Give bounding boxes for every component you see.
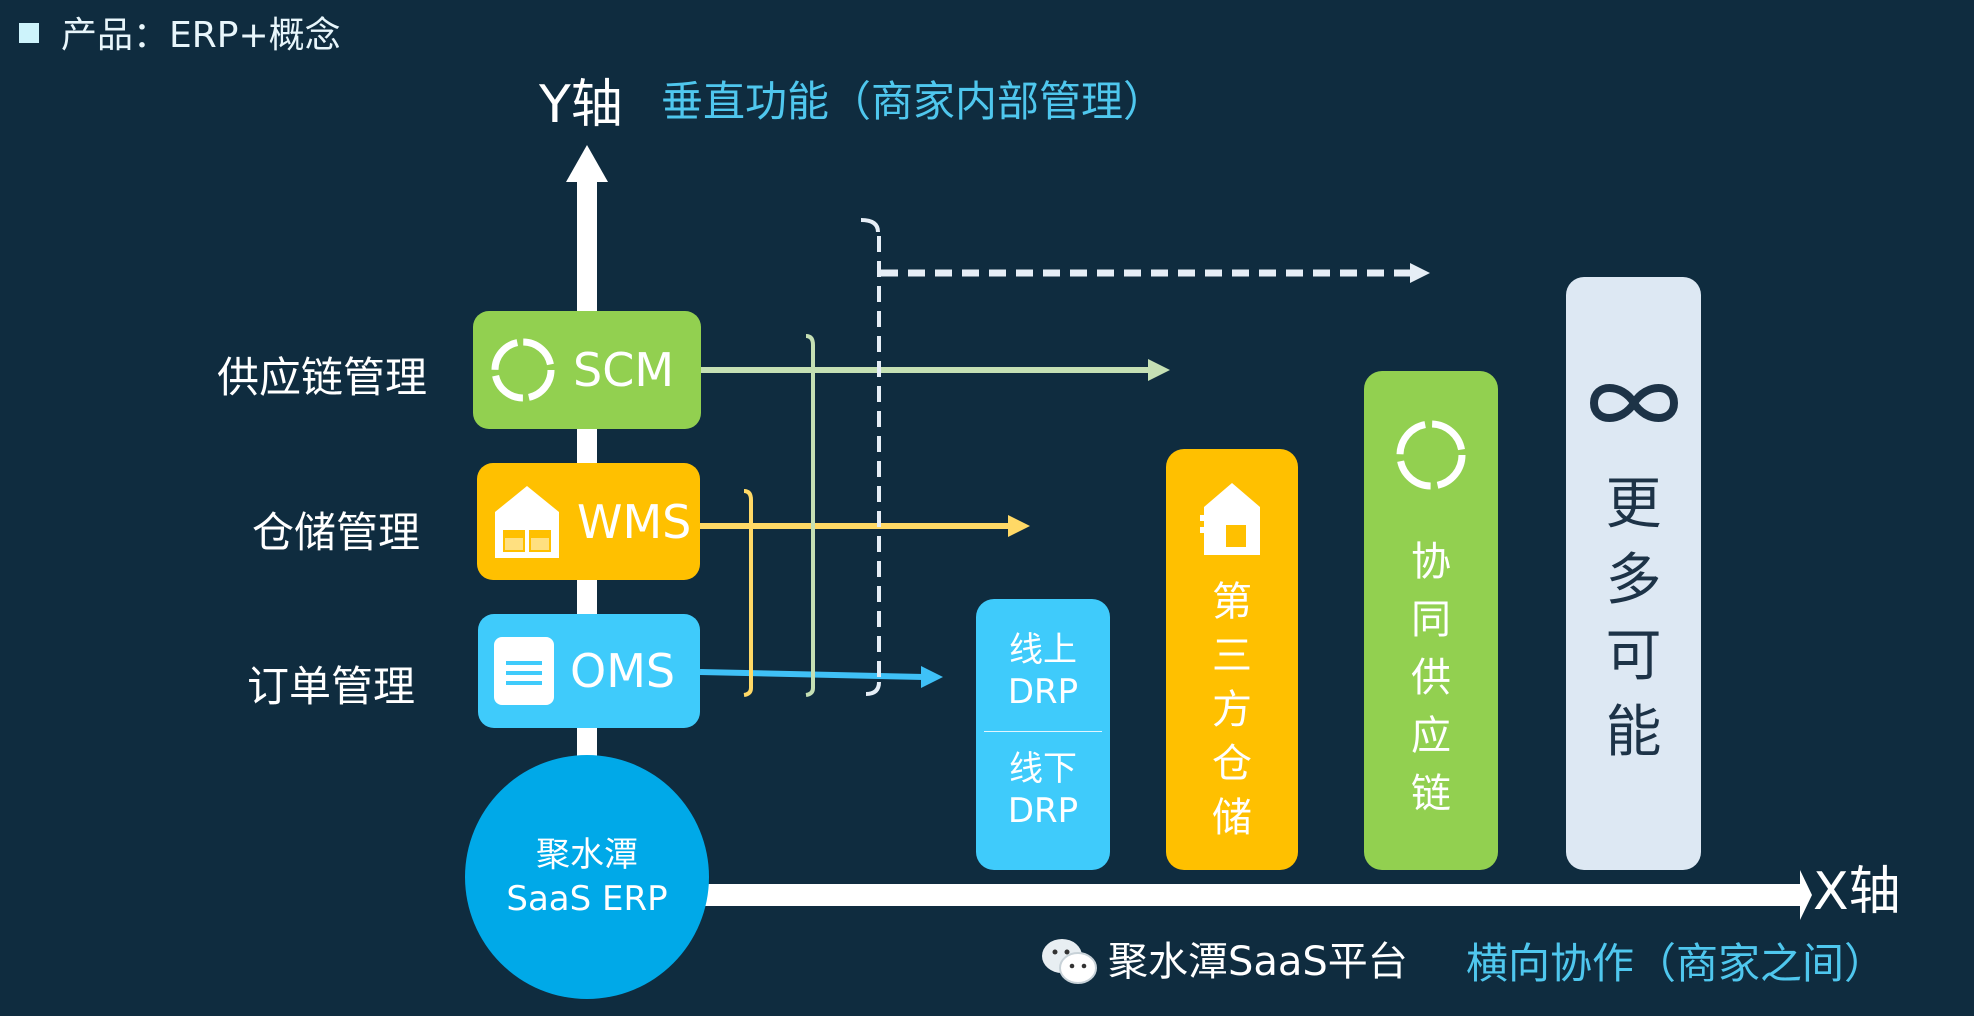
- bar-char: 应: [1411, 713, 1451, 759]
- infinity-icon: [1589, 384, 1678, 422]
- bar-char: 同: [1411, 597, 1451, 643]
- oms-connector-arrow: [699, 666, 943, 688]
- scm-module[interactable]: SCM: [473, 311, 701, 429]
- wechat-icon: [1042, 939, 1097, 984]
- bar-char: 供: [1411, 655, 1451, 701]
- bar-char: 第: [1212, 579, 1252, 625]
- y-axis-subtitle: 垂直功能（商家内部管理）: [661, 77, 1166, 126]
- bullet-square-icon: [19, 23, 39, 43]
- origin-product: SaaS ERP: [506, 879, 668, 919]
- row-label-oms: 订单管理: [247, 662, 416, 711]
- oms-label: OMS: [570, 644, 676, 698]
- bar-char: 链: [1411, 771, 1451, 817]
- bar-char: 更: [1605, 472, 1662, 537]
- row-label-wms: 仓储管理: [252, 508, 421, 557]
- bar-char: 仓: [1212, 741, 1252, 787]
- bar-char: 储: [1212, 795, 1252, 841]
- future-dashed-arrow: [881, 263, 1430, 283]
- drp-divider: [984, 731, 1102, 732]
- bar-char: 能: [1605, 700, 1662, 765]
- warehouse-icon: [1200, 483, 1260, 555]
- origin-circle: 聚水潭 SaaS ERP: [465, 755, 709, 999]
- sync-circle-icon: [491, 338, 555, 402]
- wms-bracket: [743, 489, 753, 697]
- watermark: 聚水潭SaaS平台: [1040, 936, 1408, 988]
- online-drp-label: DRP: [1007, 672, 1079, 712]
- bar-char: 多: [1605, 548, 1662, 613]
- x-axis-subtitle: 横向协作（商家之间）: [1466, 939, 1887, 988]
- watermark-text: 聚水潭SaaS平台: [1108, 939, 1408, 985]
- scm-connector-arrow: [701, 359, 1170, 381]
- sync-circle-icon: [1396, 420, 1466, 490]
- bar-char: 可: [1605, 624, 1662, 689]
- more-possibilities-bar[interactable]: 更多可能: [1566, 277, 1701, 870]
- row-label-scm: 供应链管理: [217, 353, 428, 402]
- scm-label: SCM: [573, 343, 675, 397]
- collaborative-supply-chain-bar[interactable]: 协同供应链: [1364, 371, 1498, 870]
- oms-module[interactable]: OMS: [478, 614, 700, 728]
- bar-char: 方: [1212, 687, 1252, 733]
- x-axis: [690, 870, 1812, 920]
- origin-name: 聚水潭: [536, 835, 638, 875]
- offline-drp-label: DRP: [1007, 791, 1079, 831]
- wms-label: WMS: [577, 494, 692, 549]
- dashed-bracket-cap-top: [860, 218, 880, 233]
- y-axis-label: Y轴: [539, 75, 623, 135]
- dashed-bracket-cap-bottom: [865, 681, 881, 696]
- x-axis-label: X轴: [1813, 862, 1901, 922]
- offline-label: 线下: [1009, 749, 1077, 789]
- wms-module[interactable]: WMS: [477, 463, 700, 580]
- slide-title-text: 产品：ERP+概念: [61, 15, 341, 56]
- bar-char: 协: [1411, 539, 1451, 585]
- bar-char: 三: [1212, 633, 1252, 679]
- document-icon: [494, 637, 554, 705]
- warehouse-icon: [495, 485, 559, 558]
- drp-bar[interactable]: 线上 DRP 线下 DRP: [976, 599, 1110, 870]
- scm-bracket: [805, 334, 815, 697]
- third-party-warehouse-bar[interactable]: 第三方仓储: [1166, 449, 1298, 870]
- slide-title: 产品：ERP+概念: [19, 6, 341, 58]
- online-label: 线上: [1009, 630, 1077, 670]
